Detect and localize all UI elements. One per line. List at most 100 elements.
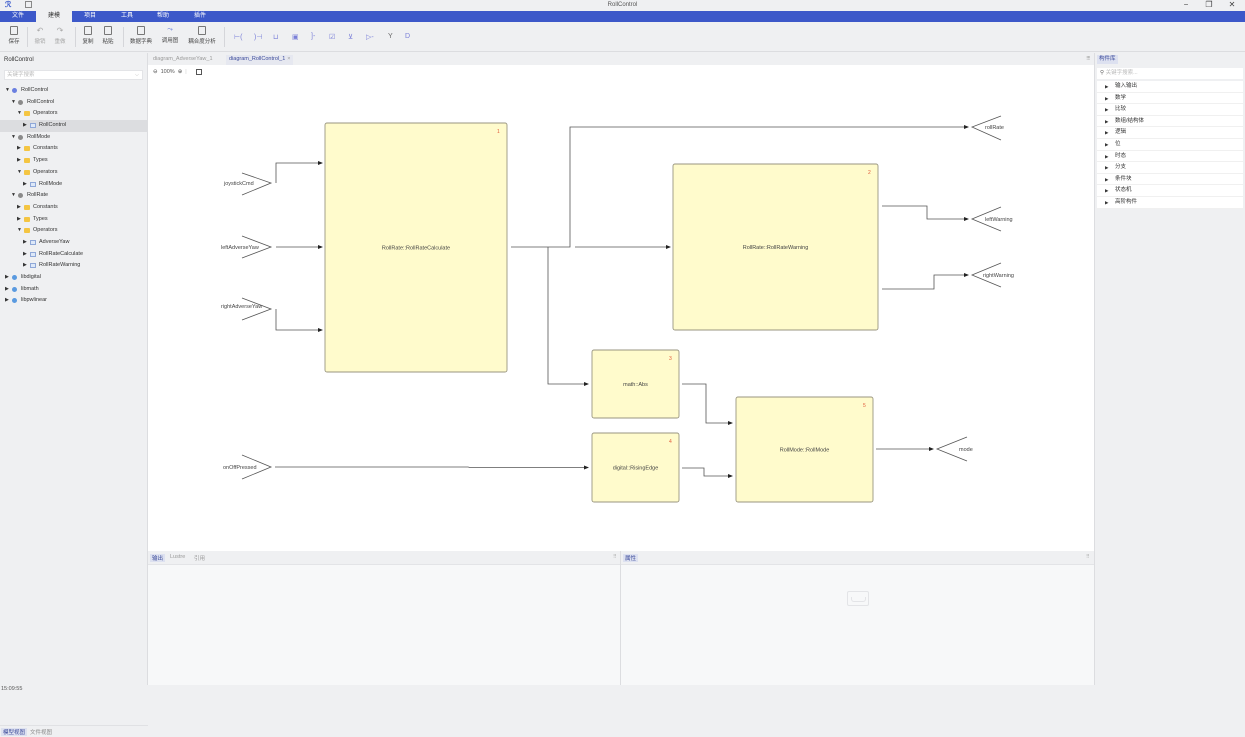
expand-arrow-icon[interactable]: ▼ <box>11 192 16 199</box>
tree-item[interactable]: ▶RollRateCalculate <box>0 249 148 261</box>
library-category-item[interactable]: ▶高阶构件 <box>1097 196 1243 209</box>
tree-search-input[interactable]: 关键字搜索 ⌵ <box>4 70 143 80</box>
tab-properties[interactable]: 属性 <box>623 554 639 562</box>
tab-output[interactable]: 输出 <box>150 554 166 562</box>
expand-arrow-icon[interactable]: ▼ <box>5 87 10 93</box>
expand-arrow-icon[interactable]: ▼ <box>11 133 16 140</box>
tree-item[interactable]: ▼Operators <box>0 108 148 120</box>
expand-arrow-icon[interactable]: ▶ <box>1105 165 1109 171</box>
save-button[interactable]: 保存 <box>7 26 21 45</box>
menu-modeling[interactable]: 建模 <box>36 11 72 22</box>
block-body[interactable] <box>591 432 680 503</box>
tree-item[interactable]: ▶libdigital <box>0 272 148 284</box>
tab-references[interactable]: 引用 <box>194 556 206 562</box>
switch-icon[interactable]: ⊻ <box>348 34 354 41</box>
chevron-down-icon[interactable]: ⌵ <box>134 72 139 78</box>
block-icon[interactable]: ▣ <box>292 34 299 41</box>
block-body[interactable] <box>591 349 680 419</box>
tree-item[interactable]: ▶RollControl <box>0 120 148 132</box>
tab-file-view[interactable]: 文件视图 <box>30 730 53 736</box>
tree-item[interactable]: ▼Operators <box>0 167 148 179</box>
library-category-item[interactable]: ▶数学 <box>1097 92 1243 105</box>
library-category-item[interactable]: ▶时态 <box>1097 150 1243 163</box>
drag-grip-icon[interactable]: ⠿ <box>1087 56 1091 62</box>
input-port-icon[interactable]: ⊢( <box>234 34 243 41</box>
coupling-analysis-button[interactable]: 耦合度分析 <box>186 26 218 45</box>
expand-arrow-icon[interactable]: ▶ <box>1105 95 1109 101</box>
expand-arrow-icon[interactable]: ▼ <box>17 110 22 117</box>
menu-project[interactable]: 项目 <box>83 13 96 19</box>
transition-icon[interactable]: ▷- <box>366 34 374 41</box>
collapse-arrow-icon[interactable]: ▶ <box>23 180 27 187</box>
drag-grip-icon[interactable]: ⠿ <box>1086 554 1090 560</box>
collapse-arrow-icon[interactable]: ▶ <box>23 250 27 257</box>
data-dictionary-button[interactable]: 数据字典 <box>128 26 154 45</box>
library-category-item[interactable]: ▶比较 <box>1097 104 1243 116</box>
tree-item[interactable]: ▼RollControl <box>0 97 148 109</box>
library-category-item[interactable]: ▶状态机 <box>1097 185 1243 197</box>
expand-arrow-icon[interactable]: ▶ <box>1105 141 1109 147</box>
expand-arrow-icon[interactable]: ▼ <box>17 168 22 175</box>
library-category-item[interactable]: ▶分支 <box>1097 162 1243 174</box>
drag-grip-icon[interactable]: ⠿ <box>613 554 617 560</box>
fit-view-icon[interactable] <box>195 69 202 75</box>
output-port-icon[interactable]: )⊣ <box>254 34 263 41</box>
tree-item[interactable]: ▶RollRateWarning <box>0 260 148 272</box>
block-body[interactable] <box>735 396 874 503</box>
tree-item[interactable]: ▼RollRate <box>0 190 148 202</box>
drag-grip-icon[interactable]: ⠿ <box>1086 56 1090 62</box>
menu-file[interactable]: 文件 <box>11 13 24 19</box>
tab-diagram-adverseyaw[interactable]: diagram_AdverseYaw_1 <box>150 55 216 65</box>
and-gate-icon[interactable]: D <box>405 33 411 40</box>
expand-arrow-icon[interactable]: ▶ <box>1105 199 1109 205</box>
block-body[interactable] <box>672 163 879 331</box>
terminator-icon[interactable]: ]- <box>311 33 316 40</box>
expand-arrow-icon[interactable]: ▶ <box>1105 84 1109 89</box>
tree-item[interactable]: ▶libpwlinear <box>0 295 148 307</box>
undo-button[interactable]: ↶撤销 <box>33 26 47 45</box>
expand-arrow-icon[interactable]: ▶ <box>1105 153 1109 159</box>
expand-arrow-icon[interactable]: ▼ <box>11 98 16 105</box>
tree-item[interactable]: ▶RollMode <box>0 179 148 191</box>
expand-arrow-icon[interactable]: ▶ <box>1105 118 1109 124</box>
collapse-arrow-icon[interactable]: ▶ <box>17 157 21 164</box>
expand-arrow-icon[interactable]: ▶ <box>1105 188 1109 194</box>
paste-button[interactable]: 粘贴 <box>101 26 115 45</box>
block-body[interactable] <box>324 122 508 373</box>
collapse-arrow-icon[interactable]: ▶ <box>5 297 9 304</box>
tab-diagram-rollcontrol[interactable]: diagram_RollControl_1× <box>226 55 294 65</box>
collapse-arrow-icon[interactable]: ▶ <box>23 122 27 129</box>
collapse-arrow-icon[interactable]: ▶ <box>23 262 27 269</box>
call-graph-button[interactable]: ⤳调用图 <box>159 26 181 44</box>
checkbox-icon[interactable]: ☑ <box>329 34 336 41</box>
tree-item[interactable]: ▼Operators <box>0 225 148 237</box>
collapse-arrow-icon[interactable]: ▶ <box>5 274 9 280</box>
collapse-arrow-icon[interactable]: ▶ <box>23 238 27 245</box>
expand-arrow-icon[interactable]: ▶ <box>1105 130 1109 136</box>
restore-button[interactable]: ❐ <box>1205 0 1213 9</box>
expand-arrow-icon[interactable]: ▼ <box>17 227 22 234</box>
expand-arrow-icon[interactable]: ▶ <box>1105 176 1109 182</box>
library-search-input[interactable]: ⚲ 关键字搜索... <box>1097 68 1243 79</box>
bus-icon[interactable]: ⊔ <box>273 34 279 41</box>
tree-item[interactable]: ▶Constants <box>0 202 148 214</box>
minimize-button[interactable]: − <box>1183 0 1189 9</box>
library-category-item[interactable]: ▶条件块 <box>1097 173 1243 186</box>
tree-item[interactable]: ▼RollMode <box>0 132 148 144</box>
tab-model-view[interactable]: 模型视图 <box>1 728 28 736</box>
redo-button[interactable]: ↷重做 <box>53 26 67 45</box>
quick-save-icon[interactable] <box>25 1 32 8</box>
library-category-item[interactable]: ▶逻辑 <box>1097 127 1243 139</box>
collapse-arrow-icon[interactable]: ▶ <box>17 215 21 222</box>
tree-item[interactable]: ▶Constants <box>0 143 148 155</box>
tree-item[interactable]: ▶AdverseYaw <box>0 237 148 249</box>
collapse-arrow-icon[interactable]: ▶ <box>5 285 9 292</box>
menu-plugins[interactable]: 插件 <box>193 13 206 19</box>
menu-tools[interactable]: 工具 <box>120 13 133 19</box>
tab-component-library[interactable]: 构件库 <box>1097 55 1118 64</box>
library-category-item[interactable]: ▶输入输出 <box>1097 81 1243 93</box>
